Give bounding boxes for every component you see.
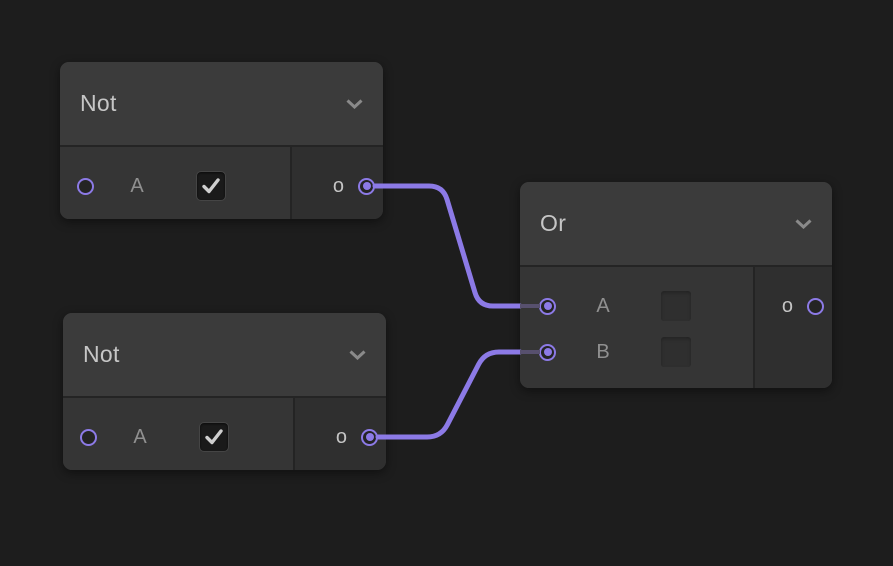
- node-outputs-section: o: [293, 398, 386, 470]
- input-port-a[interactable]: [80, 428, 97, 446]
- output-port-o[interactable]: [807, 297, 824, 315]
- node-outputs-section: o: [753, 267, 832, 388]
- checkbox-b-disabled: [661, 337, 691, 367]
- input-port-b[interactable]: [539, 343, 556, 361]
- input-row-a: A: [60, 163, 290, 209]
- node-inputs-section: A B: [520, 267, 753, 388]
- output-label: o: [335, 425, 347, 448]
- node-title: Or: [540, 210, 567, 236]
- checkbox-a-checked[interactable]: [196, 171, 226, 201]
- node-inputs-section: A: [63, 398, 293, 470]
- node-or-1-header[interactable]: Or: [520, 182, 832, 267]
- input-label: A: [133, 425, 147, 448]
- checkmark-icon: [205, 429, 223, 445]
- node-not-2-header[interactable]: Not: [63, 313, 386, 398]
- chevron-down-icon[interactable]: [795, 218, 812, 229]
- input-row-a: A: [520, 283, 753, 329]
- node-not-1[interactable]: Not A o: [60, 62, 383, 219]
- checkbox-a-disabled: [661, 291, 691, 321]
- output-row-o: o: [292, 163, 383, 209]
- output-label: o: [781, 294, 793, 317]
- node-outputs-section: o: [290, 147, 383, 219]
- node-not-1-header[interactable]: Not: [60, 62, 383, 147]
- node-title: Not: [80, 90, 117, 116]
- checkbox-a-checked[interactable]: [199, 422, 229, 452]
- node-not-2[interactable]: Not A o: [63, 313, 386, 470]
- node-or-1[interactable]: Or A B o: [520, 182, 832, 388]
- input-port-a[interactable]: [539, 297, 556, 315]
- checkmark-icon: [202, 178, 220, 194]
- input-label: A: [130, 174, 144, 197]
- input-port-a[interactable]: [77, 177, 94, 195]
- wire-not2-to-orB[interactable]: [375, 349, 523, 440]
- input-label: A: [596, 294, 610, 317]
- input-row-a: A: [63, 414, 293, 460]
- output-port-o[interactable]: [361, 428, 378, 446]
- wire-not1-to-orA[interactable]: [372, 183, 523, 309]
- output-row-o: o: [755, 283, 832, 329]
- chevron-down-icon[interactable]: [349, 349, 366, 360]
- output-port-o[interactable]: [358, 177, 375, 195]
- node-inputs-section: A: [60, 147, 290, 219]
- output-row-o: o: [295, 414, 386, 460]
- input-label: B: [596, 340, 610, 363]
- chevron-down-icon[interactable]: [346, 98, 363, 109]
- output-label: o: [332, 174, 344, 197]
- node-title: Not: [83, 341, 120, 367]
- input-row-b: B: [520, 329, 753, 375]
